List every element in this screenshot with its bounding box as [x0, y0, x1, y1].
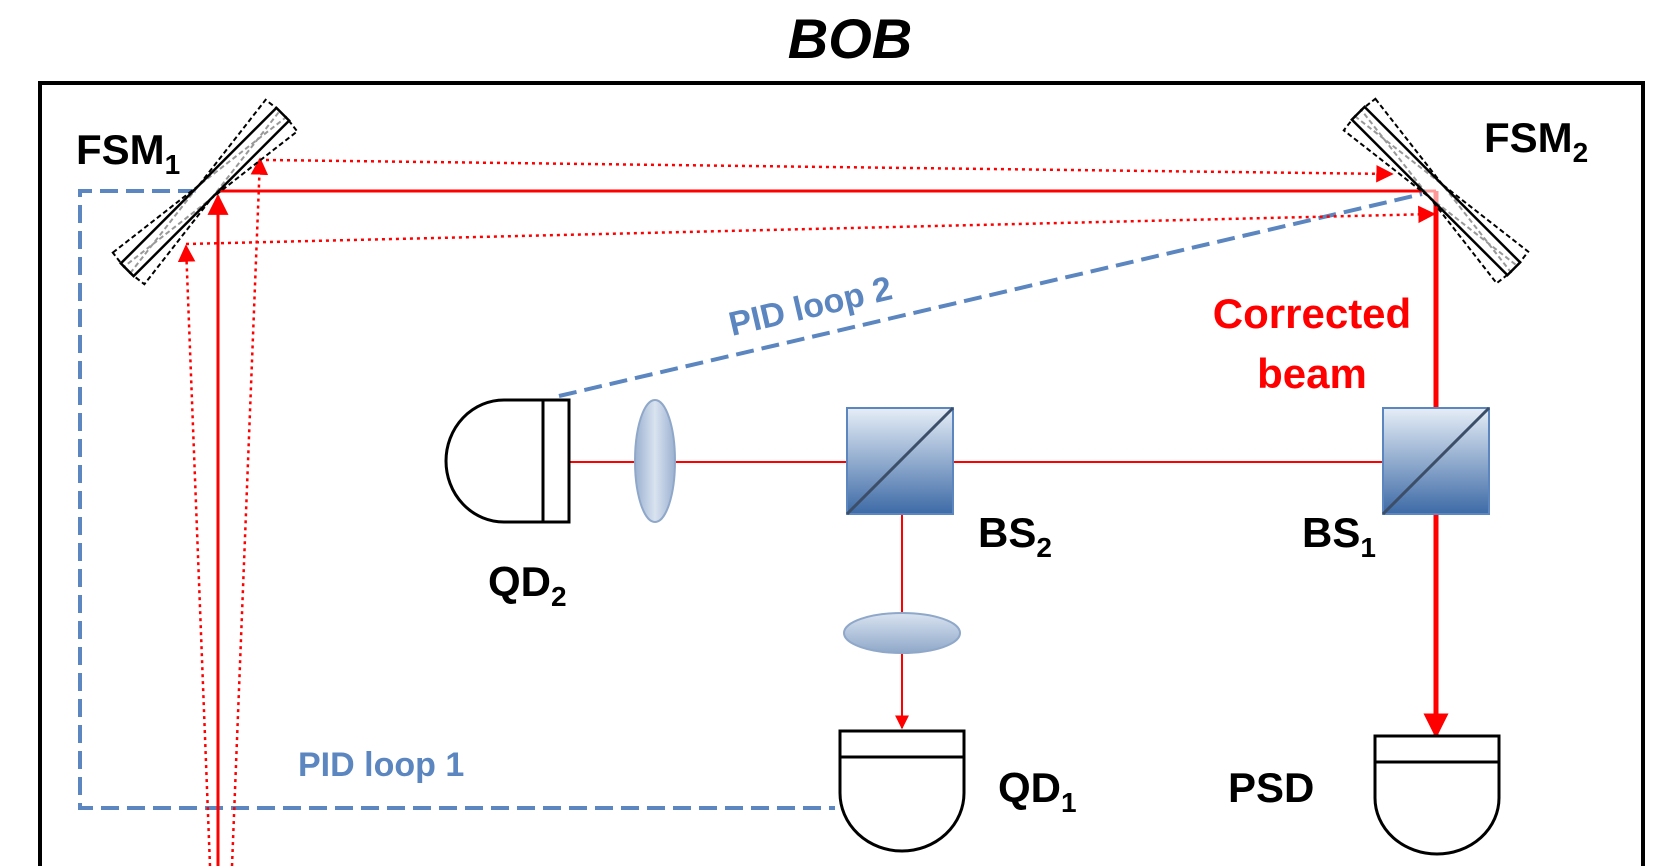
bob-enclosure	[38, 81, 1645, 866]
lens-qd2	[634, 399, 676, 523]
pid-loop-1-label: PID loop 1	[298, 746, 464, 784]
dotted-beam-in-left	[177, 244, 212, 866]
psd-label: PSD	[1228, 764, 1314, 811]
pid-loop-1-line	[78, 189, 835, 810]
fsm2-label: FSM2	[1484, 114, 1588, 168]
lens-qd1	[843, 612, 961, 654]
psd-detector	[1373, 734, 1501, 856]
qd1-detector	[838, 729, 966, 853]
qd2-detector	[444, 398, 571, 524]
bs1-label: BS1	[1302, 509, 1376, 563]
bs2-label: BS2	[978, 509, 1052, 563]
dotted-beam-in-right	[230, 157, 269, 866]
diagram-title: BOB	[788, 7, 912, 70]
bs1-beamsplitter	[1381, 406, 1491, 516]
qd2-label: QD2	[488, 558, 567, 612]
corrected-beam-label-line2: beam	[1257, 350, 1367, 397]
qd1-label: QD1	[998, 764, 1077, 818]
bs2-beamsplitter	[845, 406, 955, 516]
fsm1-label: FSM1	[76, 126, 180, 180]
fsm1-mirror	[111, 98, 299, 286]
corrected-beam-label-line1: Corrected	[1213, 290, 1411, 337]
dotted-beam-top	[265, 158, 1394, 183]
pid-loop-2-label: PID loop 2	[725, 269, 896, 343]
dotted-beam-bottom	[185, 205, 1436, 246]
pid-loop-2-line	[558, 192, 1423, 398]
